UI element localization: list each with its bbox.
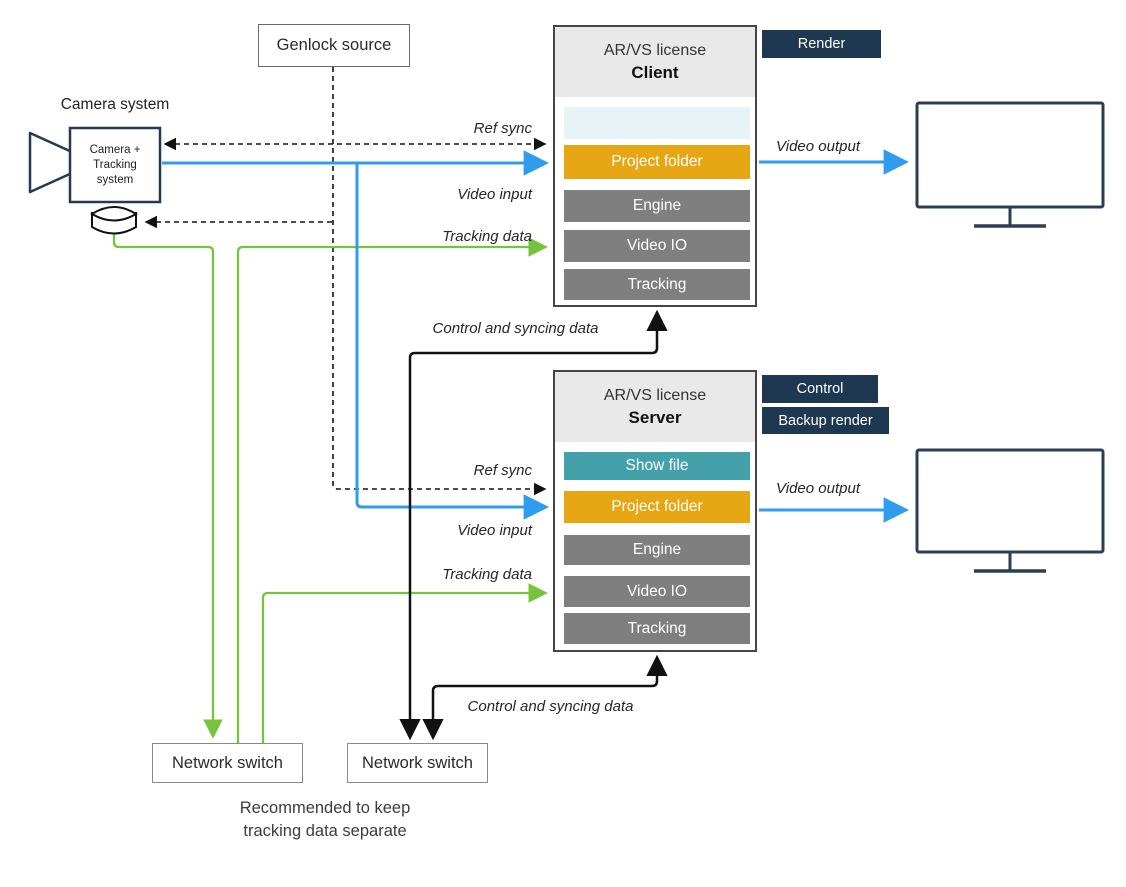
network-switch-label: Network switch xyxy=(362,753,473,772)
server-license-label: AR/VS license xyxy=(603,386,707,404)
client-machine-box: AR/VS license Client Project folder Engi… xyxy=(553,25,757,307)
edge-control-client-switch xyxy=(399,309,668,741)
label-video-output-client: Video output xyxy=(776,138,860,155)
label-video-output-server: Video output xyxy=(776,480,860,497)
camera-body-label: Camera + Tracking system xyxy=(70,128,160,202)
camera-system-title: Camera system xyxy=(60,96,170,113)
server-header: AR/VS license Server xyxy=(555,372,755,442)
client-row-empty xyxy=(564,107,750,139)
label-video-input-server: Video input xyxy=(457,522,532,539)
server-row-video-io: Video IO xyxy=(564,576,750,607)
network-switch-control-box: Network switch xyxy=(347,743,488,783)
client-license-label: AR/VS license xyxy=(603,41,707,59)
monitor-icon-top xyxy=(915,101,1105,228)
tracking-sensor-icon xyxy=(90,206,138,235)
genlock-source-label: Genlock source xyxy=(276,36,392,54)
camera-body-line: Camera + xyxy=(89,143,141,156)
edge-tracking-camera-to-switch xyxy=(112,234,223,739)
server-role-label: Server xyxy=(628,407,682,427)
client-render-badge: Render xyxy=(762,30,881,58)
camera-icon xyxy=(28,126,162,204)
label-video-input-client: Video input xyxy=(457,186,532,203)
monitor-icon-bottom xyxy=(915,448,1105,573)
server-row-engine: Engine xyxy=(564,535,750,565)
label-ref-sync-server: Ref sync xyxy=(473,462,532,479)
label-tracking-data-client: Tracking data xyxy=(442,228,532,245)
tracking-note-line: tracking data separate xyxy=(243,822,407,840)
server-machine-box: AR/VS license Server Show file Project f… xyxy=(553,370,757,652)
client-row-tracking: Tracking xyxy=(564,269,750,300)
network-switch-label: Network switch xyxy=(172,753,283,772)
client-row-project-folder: Project folder xyxy=(564,145,750,179)
server-backup-render-badge: Backup render xyxy=(762,407,889,434)
tracking-note-line: Recommended to keep xyxy=(239,799,411,817)
server-row-show-file: Show file xyxy=(564,452,750,480)
label-tracking-data-server: Tracking data xyxy=(442,566,532,583)
client-row-engine: Engine xyxy=(564,190,750,222)
label-control-server: Control and syncing data xyxy=(467,698,634,715)
edge-video-input-server xyxy=(355,163,550,520)
edge-tracking-switch-to-client xyxy=(236,237,548,743)
camera-body-line: system xyxy=(96,173,134,186)
edge-tracking-switch-to-server xyxy=(261,583,548,743)
client-role-label: Client xyxy=(631,62,679,82)
network-switch-tracking-box: Network switch xyxy=(152,743,303,783)
client-header: AR/VS license Client xyxy=(555,27,755,97)
server-control-badge: Control xyxy=(762,375,878,403)
label-ref-sync-client: Ref sync xyxy=(473,120,532,137)
label-control-client: Control and syncing data xyxy=(432,320,599,337)
genlock-source-box: Genlock source xyxy=(258,24,410,67)
client-row-video-io: Video IO xyxy=(564,230,750,262)
edge-ref-sync-server xyxy=(332,67,547,496)
server-row-tracking: Tracking xyxy=(564,613,750,644)
tracking-note: Recommended to keep tracking data separa… xyxy=(185,797,465,843)
server-row-project-folder: Project folder xyxy=(564,491,750,523)
edge-control-server-switch xyxy=(422,654,668,741)
camera-body-line: Tracking xyxy=(93,158,137,171)
